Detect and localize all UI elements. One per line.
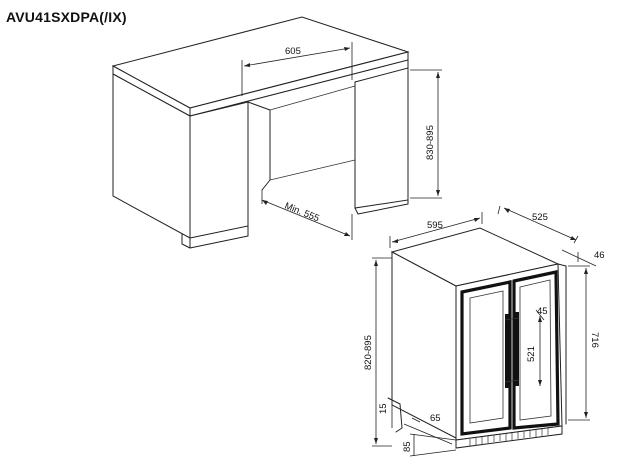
dim-handle-offset: 45	[537, 306, 548, 317]
dim-base-15: 15	[378, 403, 389, 414]
cabinet-right-front	[354, 67, 409, 209]
dim-cabinet-width: 605	[285, 46, 301, 57]
dim-cabinet-height: 830-895	[425, 125, 436, 160]
cabinet-left-front	[189, 101, 249, 239]
right-door-glass	[519, 279, 552, 421]
appliance-plinth	[455, 425, 563, 449]
left-door-glass	[469, 290, 504, 424]
dim-cabinet-depth: Min. 555	[283, 201, 321, 225]
left-handle	[505, 314, 509, 388]
cabinet-recess	[247, 101, 271, 191]
dim-unit-height: 716	[589, 332, 600, 348]
appliance-drawing: 595 525 46 716 820-895 45 521	[363, 205, 605, 457]
dim-install-height: 820-895	[363, 335, 374, 370]
dim-handle-length: 521	[526, 346, 537, 362]
dim-kick-85: 85	[402, 441, 413, 452]
model-title: AVU41SXDPA(/IX)	[6, 9, 127, 25]
dim-unit-depth: 525	[532, 212, 548, 223]
dim-unit-width: 595	[427, 220, 443, 231]
dim-kick-65: 65	[430, 413, 441, 424]
dim-door-depth: 46	[594, 250, 605, 261]
vent-grille	[469, 428, 549, 446]
cabinet-drawing: 605 830-895 Min. 555	[111, 16, 442, 249]
right-handle	[515, 312, 519, 386]
